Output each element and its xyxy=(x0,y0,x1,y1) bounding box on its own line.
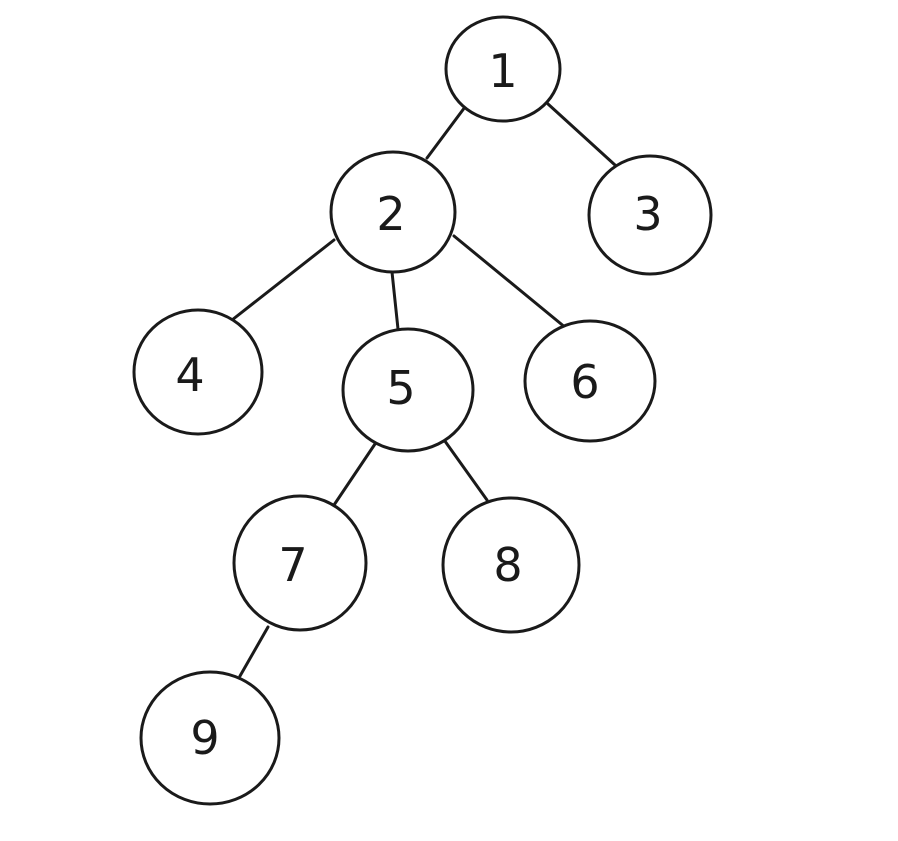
node-circle xyxy=(132,308,264,436)
tree-node-7: 7 xyxy=(232,494,368,632)
node-circle xyxy=(587,154,713,276)
tree-node-1: 1 xyxy=(444,15,562,123)
node-circle xyxy=(523,319,657,443)
edge-5-8 xyxy=(440,435,489,502)
node-label: 6 xyxy=(570,355,599,409)
tree-node-6: 6 xyxy=(523,319,657,443)
tree-node-5: 5 xyxy=(341,327,475,453)
node-circle xyxy=(139,670,281,806)
node-label: 8 xyxy=(493,538,522,592)
node-label: 1 xyxy=(488,44,517,98)
node-circle xyxy=(329,150,457,274)
edge-7-9 xyxy=(238,625,270,678)
node-label: 7 xyxy=(278,538,307,592)
node-circle xyxy=(444,15,562,123)
node-circle xyxy=(341,327,475,453)
node-label: 3 xyxy=(633,187,662,241)
tree-node-4: 4 xyxy=(132,308,264,436)
node-circle xyxy=(441,496,581,634)
edge-5-7 xyxy=(332,439,379,507)
edge-1-3 xyxy=(546,102,617,167)
tree-node-3: 3 xyxy=(587,154,713,276)
node-label: 5 xyxy=(386,361,415,415)
node-label: 4 xyxy=(175,348,204,402)
node-circle xyxy=(232,494,368,632)
tree-node-8: 8 xyxy=(441,496,581,634)
tree-node-9: 9 xyxy=(139,670,281,806)
node-label: 9 xyxy=(190,711,219,765)
edge-2-5 xyxy=(390,270,400,331)
node-label: 2 xyxy=(376,187,405,241)
tree-node-2: 2 xyxy=(329,150,457,274)
edge-2-6 xyxy=(452,234,568,330)
edge-1-2 xyxy=(425,105,467,160)
edges-layer xyxy=(230,102,617,678)
edge-2-4 xyxy=(230,238,336,322)
